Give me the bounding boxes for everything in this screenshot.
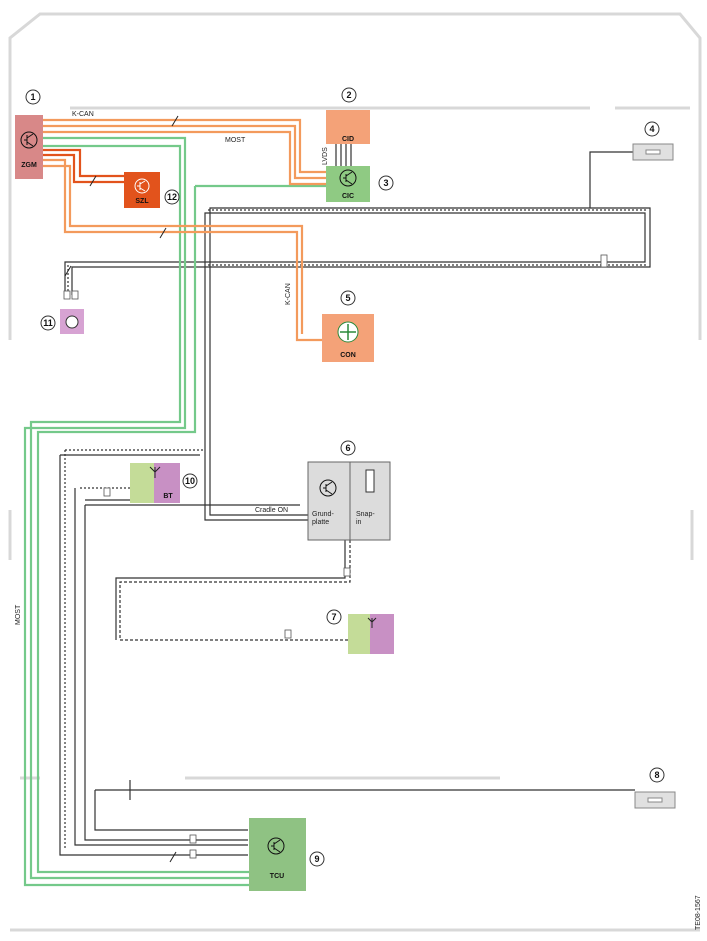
zgm-module: ZGM 1 — [15, 89, 43, 179]
connector-marks — [63, 254, 608, 859]
microphone-11: 11 — [40, 309, 84, 334]
most-bus-lines — [23, 136, 330, 887]
lvds-lines — [335, 140, 352, 168]
kcan-label-top: K-CAN — [72, 111, 94, 118]
cic-number: 3 — [383, 178, 388, 188]
cradle-on-label: Cradle ON — [255, 507, 288, 514]
lvds-label: LVDS — [322, 147, 329, 165]
break-markers — [64, 115, 179, 863]
zgm-label: ZGM — [21, 162, 37, 169]
kcan-label-con: K-CAN — [285, 283, 292, 305]
cradle-number: 6 — [345, 443, 350, 453]
con-number: 5 — [345, 293, 350, 303]
antenna-8: 8 — [634, 767, 676, 809]
kcan-bus-lines — [42, 118, 330, 342]
szl-label: SZL — [135, 198, 149, 205]
bt-label: BT — [163, 493, 173, 500]
antenna-4-number: 4 — [649, 124, 654, 134]
cid-number: 2 — [346, 90, 351, 100]
cid-label: CID — [342, 136, 354, 143]
most-label-top: MOST — [225, 137, 246, 144]
figure-id: TE08-1567 — [695, 895, 702, 930]
antenna-7-number: 7 — [331, 612, 336, 622]
antenna-4: 4 — [632, 121, 674, 161]
cradle-snap-label: Snap-in — [356, 511, 375, 526]
most-label-left: MOST — [15, 604, 22, 625]
szl-number: 12 — [167, 192, 177, 202]
antenna-8-number: 8 — [654, 770, 659, 780]
con-label: CON — [340, 352, 356, 359]
szl-module: SZL 12 — [124, 172, 180, 208]
vehicle-outline — [8, 12, 702, 932]
bt-antenna: BT 10 — [130, 463, 198, 503]
antenna-7: 7 — [326, 609, 394, 654]
cic-module: CIC 3 — [326, 166, 394, 202]
cradle-base-label: Grund-platte — [312, 511, 334, 526]
bt-number: 10 — [185, 476, 195, 486]
cid-module: CID 2 — [326, 87, 370, 144]
cradle-module: Grund-platte Snap-in 6 — [307, 440, 391, 541]
tcu-number: 9 — [314, 854, 319, 864]
tcu-module: TCU 9 — [249, 818, 325, 891]
mic-number: 11 — [43, 318, 53, 328]
con-module: CON 5 — [322, 290, 374, 362]
zgm-number: 1 — [30, 92, 35, 102]
cic-label: CIC — [342, 193, 354, 200]
tcu-label: TCU — [270, 873, 284, 880]
szl-lines — [42, 148, 125, 184]
